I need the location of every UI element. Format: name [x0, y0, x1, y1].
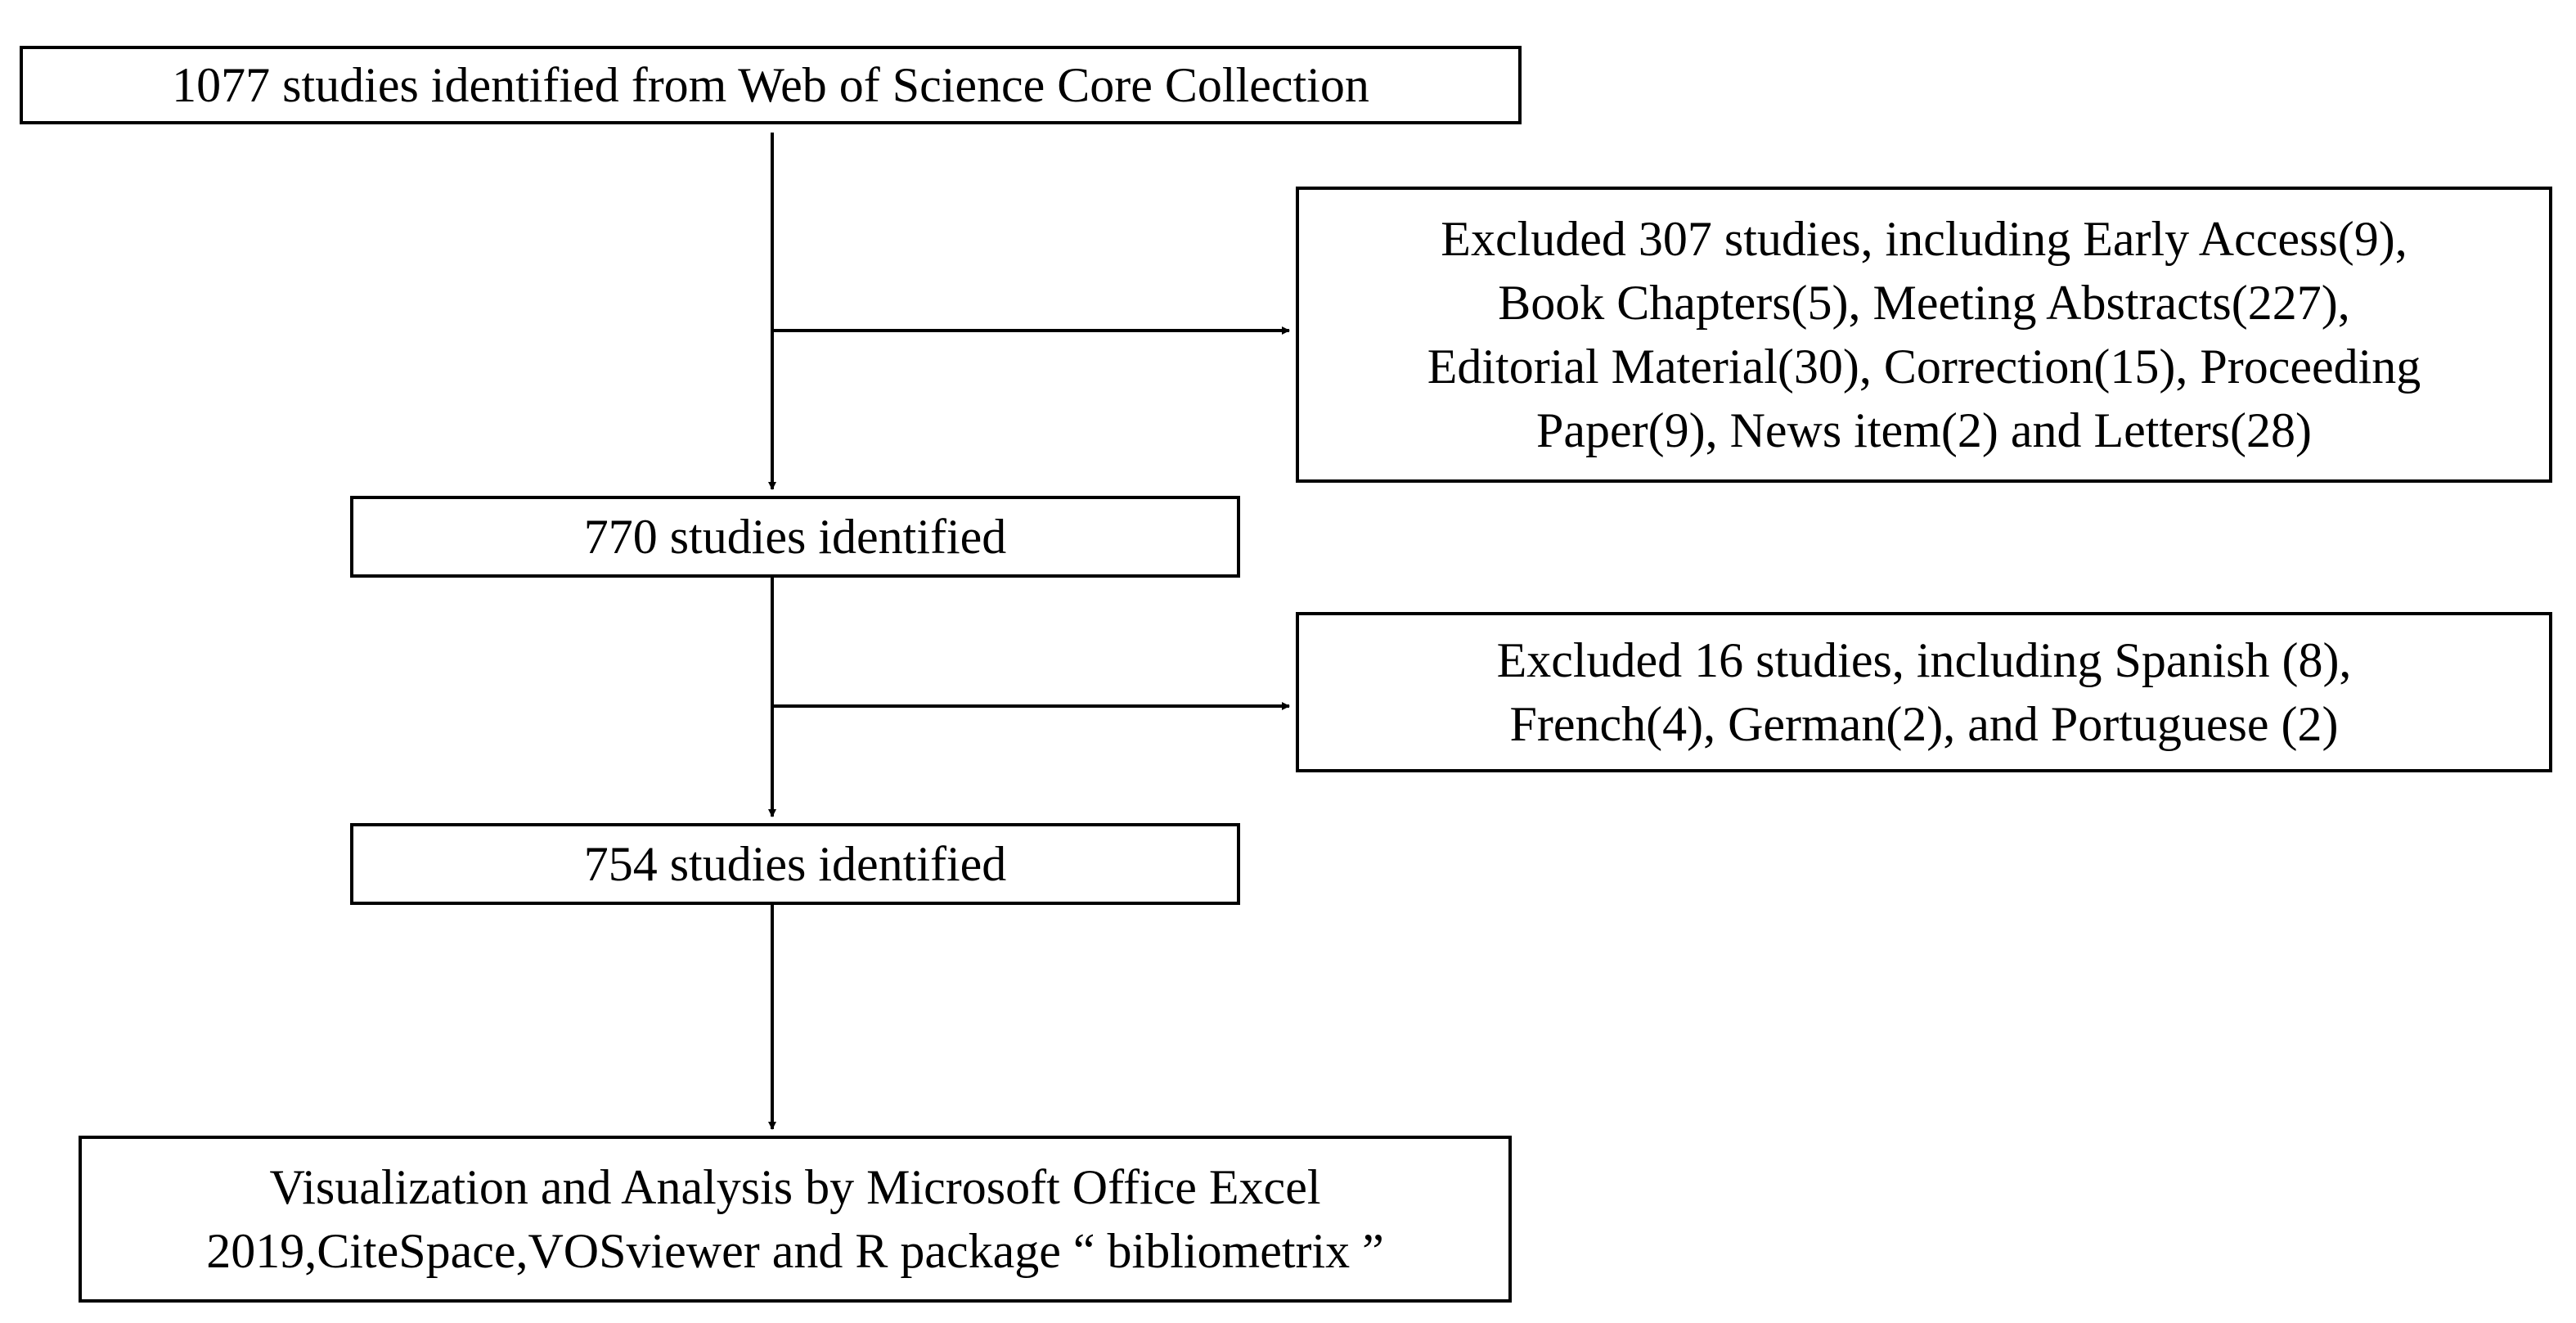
- box-excluded-languages: Excluded 16 studies, including Spanish (…: [1296, 612, 2552, 772]
- box-754-identified: 754 studies identified: [350, 823, 1240, 905]
- box-identified-wos: 1077 studies identified from Web of Scie…: [20, 46, 1522, 124]
- box-text-line: 770 studies identified: [583, 510, 1007, 564]
- box-770-identified: 770 studies identified: [350, 496, 1240, 578]
- box-text-line: 2019,CiteSpace,VOSviewer and R package “…: [206, 1224, 1384, 1278]
- box-text-line: 754 studies identified: [583, 837, 1007, 891]
- box-text-line: Excluded 16 studies, including Spanish (…: [1496, 633, 2352, 687]
- box-excluded-document-types: Excluded 307 studies, including Early Ac…: [1296, 187, 2552, 483]
- box-text-line: Excluded 307 studies, including Early Ac…: [1441, 212, 2407, 266]
- box-text-line: French(4), German(2), and Portuguese (2): [1509, 697, 2339, 751]
- box-text-line: Visualization and Analysis by Microsoft …: [269, 1160, 1321, 1214]
- box-text-line: Editorial Material(30), Correction(15), …: [1427, 340, 2421, 394]
- box-text-line: 1077 studies identified from Web of Scie…: [172, 58, 1369, 112]
- box-text-line: Book Chapters(5), Meeting Abstracts(227)…: [1498, 276, 2350, 330]
- box-text-line: Paper(9), News item(2) and Letters(28): [1536, 403, 2312, 457]
- box-visualization-analysis: Visualization and Analysis by Microsoft …: [79, 1136, 1512, 1303]
